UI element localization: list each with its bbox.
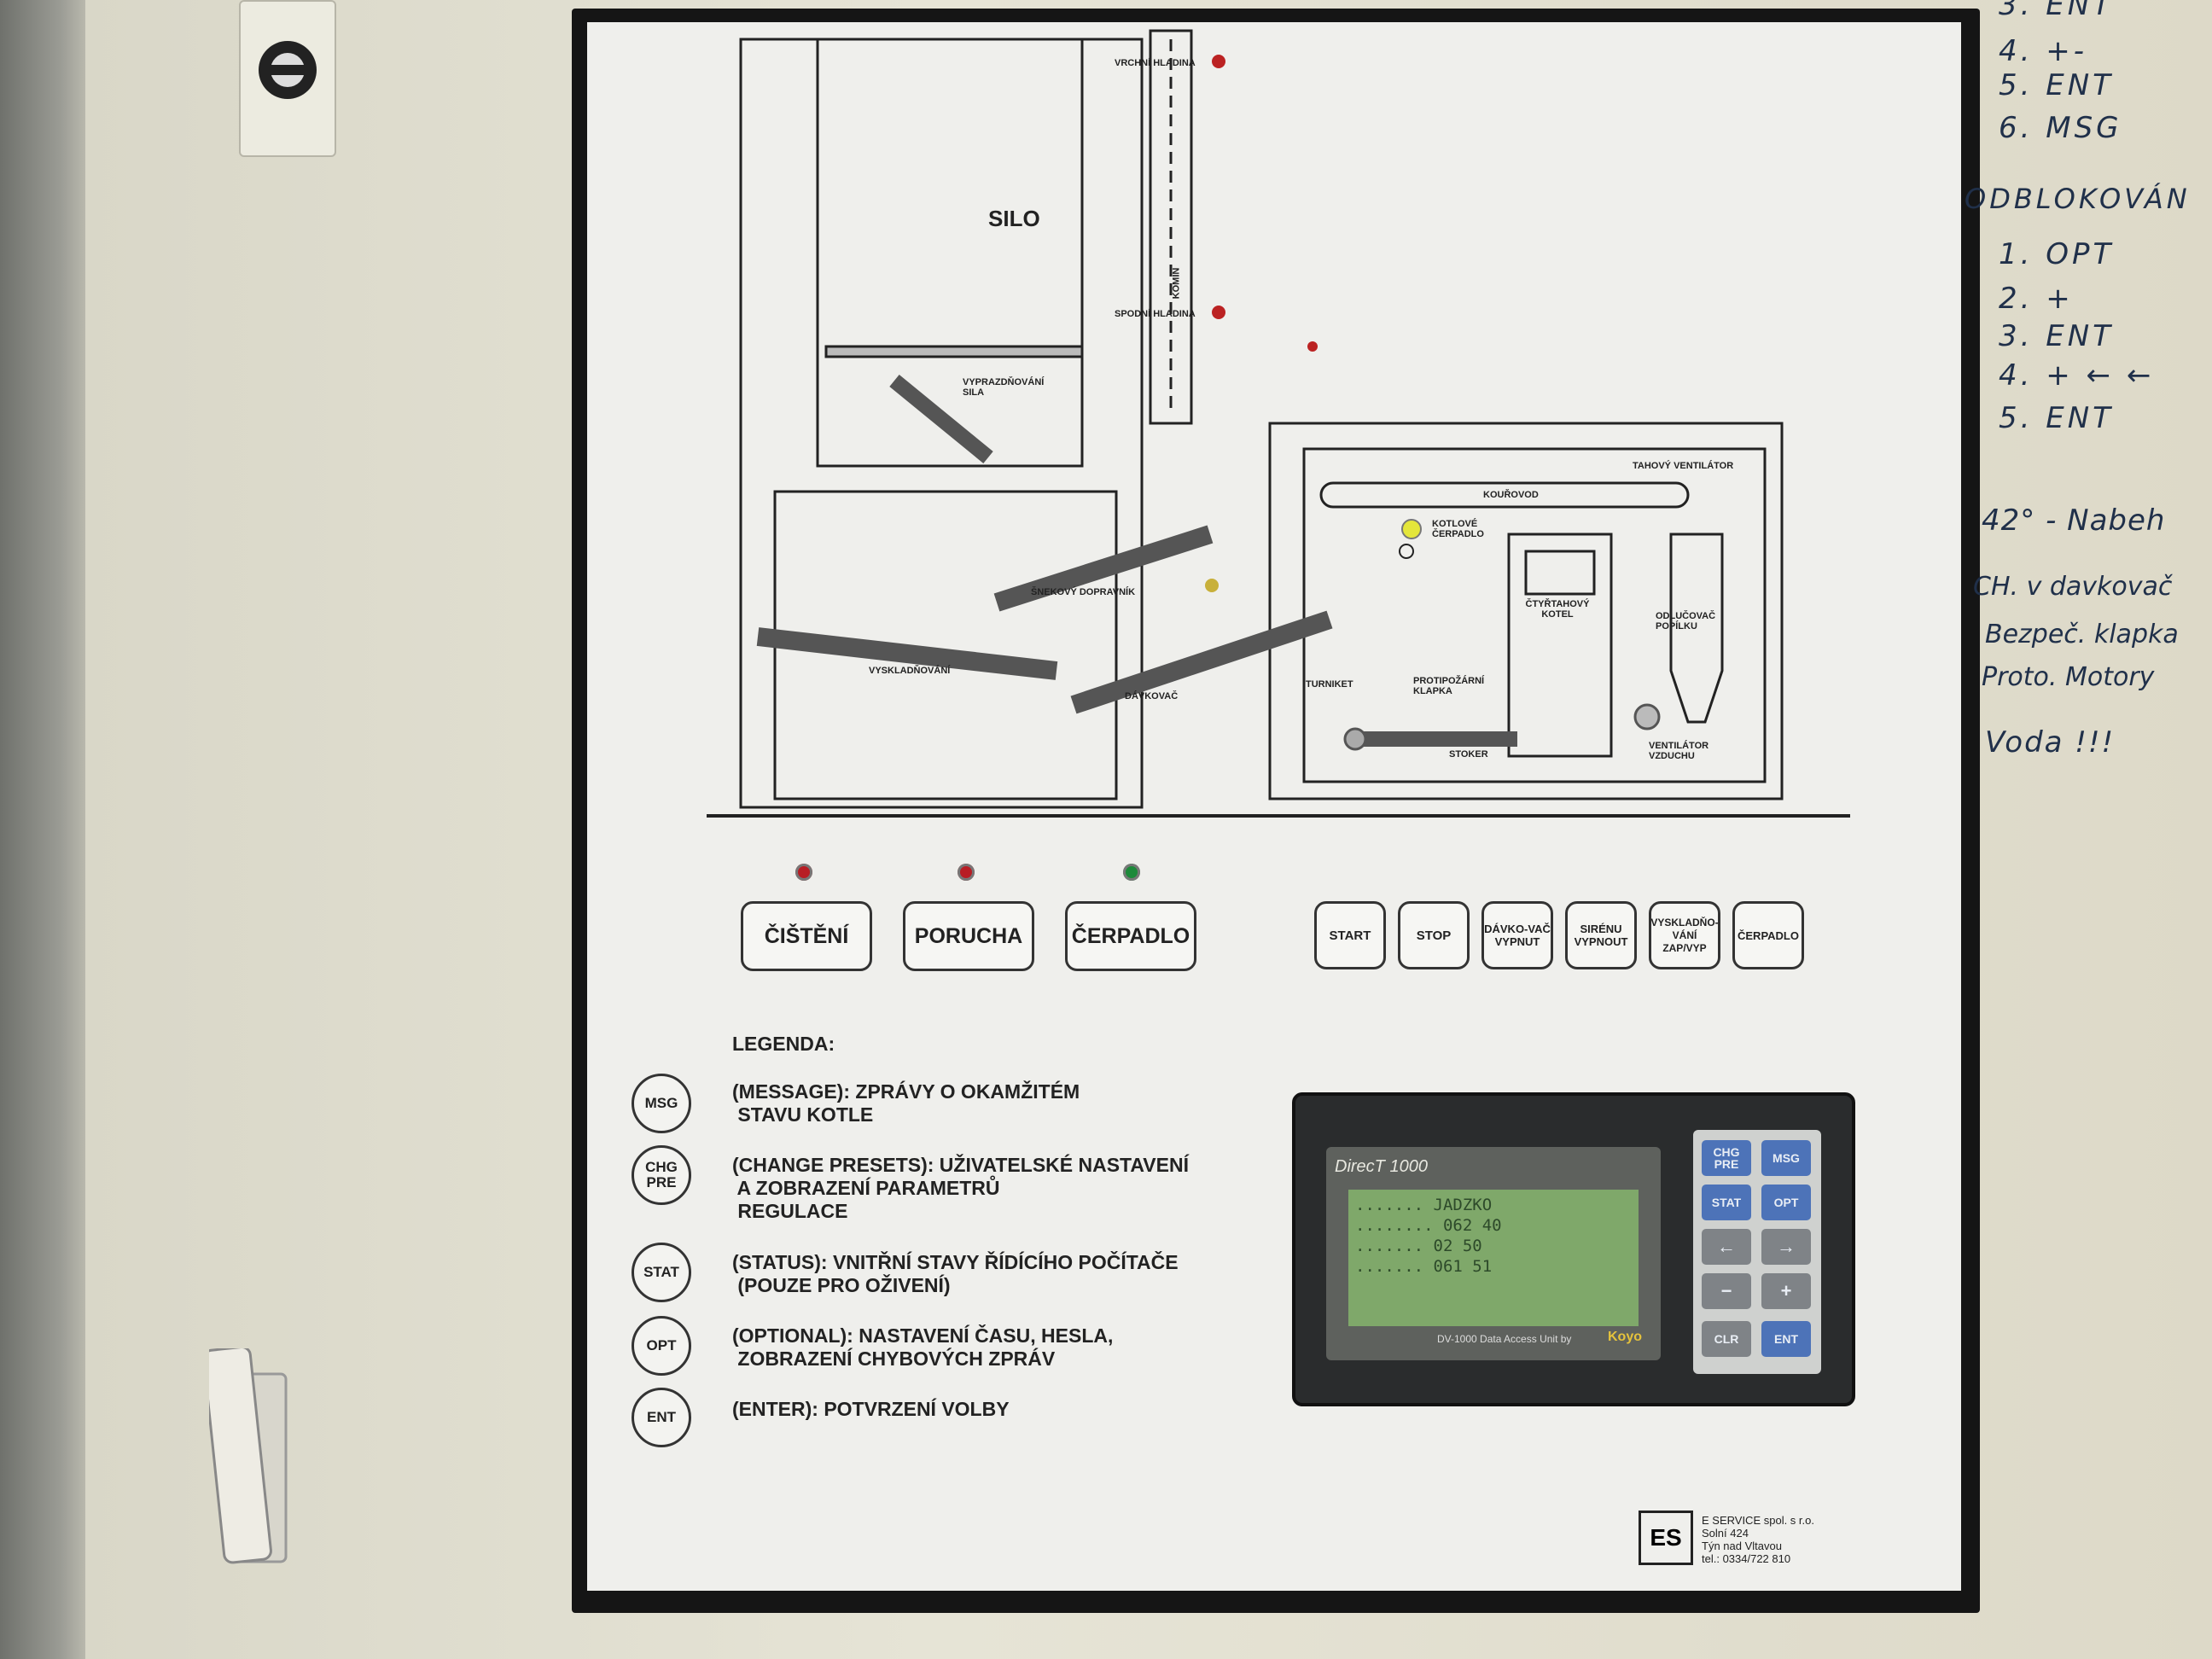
door-handle[interactable] xyxy=(202,1346,303,1570)
legend-text-chgpre: (CHANGE PRESETS): UŽIVATELSKÉ NASTAVENÍ … xyxy=(732,1154,1189,1222)
left-arrow-key[interactable]: ← xyxy=(1702,1229,1751,1265)
note-line: 6. MSG xyxy=(1999,111,2122,145)
bottom-level-label: SPODNÍ HLADINA xyxy=(1115,309,1196,319)
lcd-line: ....... 02 50 xyxy=(1355,1237,1482,1255)
company-info: E SERVICE spol. s r.o. Solní 424 Týn nad… xyxy=(1702,1514,1814,1565)
draft-fan-label: TAHOVÝ VENTILÁTOR xyxy=(1633,461,1734,471)
air-fan-label: VENTILÁTOR VZDUCHU xyxy=(1649,741,1709,761)
lcd-line: ....... JADZKO xyxy=(1355,1196,1493,1214)
legend-key-chgpre: CHG PRE xyxy=(632,1145,691,1205)
pump-led xyxy=(1123,864,1140,881)
panel-face: SILO VRCHNÍ HLADINA SPODNÍ HLADINA VYPRA… xyxy=(587,22,1961,1591)
start-button[interactable]: START xyxy=(1314,901,1386,969)
note-line: Voda !!! xyxy=(1985,725,2116,760)
screen-frame: DirecT 1000 ....... JADZKO ........ 062 4… xyxy=(1326,1147,1661,1360)
note-line: Bezpeč. klapka xyxy=(1985,620,2179,649)
doser-off-button[interactable]: DÁVKO-VAČ VYPNUT xyxy=(1481,901,1553,969)
stat-key[interactable]: STAT xyxy=(1702,1185,1751,1220)
note-line: Proto. Motory xyxy=(1982,662,2155,692)
note-line: 1. OPT xyxy=(1999,237,2115,271)
minus-key[interactable]: − xyxy=(1702,1273,1751,1309)
hmi-brand: DirecT 1000 xyxy=(1335,1157,1428,1176)
company-city: Týn nad Vltavou xyxy=(1702,1540,1782,1552)
plus-key[interactable]: + xyxy=(1761,1273,1811,1309)
opt-key[interactable]: OPT xyxy=(1761,1185,1811,1220)
note-line: CH. v davkovač xyxy=(1973,572,2173,602)
koyo-logo: Koyo xyxy=(1608,1330,1642,1344)
note-line: ODBLOKOVÁN xyxy=(1965,183,2191,215)
lcd-line: ........ 062 40 xyxy=(1355,1216,1502,1235)
cleaning-indicator: ČIŠTĚNÍ xyxy=(741,901,872,971)
legend-text-stat: (STATUS): VNITŘNÍ STAVY ŘÍDÍCÍHO POČÍTAČ… xyxy=(732,1251,1179,1296)
legend-title: LEGENDA: xyxy=(732,1033,835,1055)
company-phone: tel.: 0334/722 810 xyxy=(1702,1552,1791,1565)
turnstile-label: TURNIKET xyxy=(1306,679,1353,690)
stoker-label: STOKER xyxy=(1449,749,1488,760)
fault-led xyxy=(958,864,975,881)
note-line: 5. ENT xyxy=(1999,401,2114,435)
top-level-label: VRCHNÍ HLADINA xyxy=(1115,58,1196,68)
company-name: E SERVICE spol. s r.o. xyxy=(1702,1514,1814,1527)
pump-button[interactable]: ČERPADLO xyxy=(1732,901,1804,969)
screw-conveyor-label: ŠNEKOVÝ DOPRAVNÍK xyxy=(1031,587,1136,597)
legend-key-stat: STAT xyxy=(632,1243,691,1302)
chimney-label: KOMÍN xyxy=(1171,267,1182,300)
right-arrow-key[interactable]: → xyxy=(1761,1229,1811,1265)
retrieval-label: VYSKLADŇOVÁNÍ xyxy=(869,666,951,676)
control-panel: SILO VRCHNÍ HLADINA SPODNÍ HLADINA VYPRA… xyxy=(572,9,1980,1613)
siren-off-button[interactable]: SIRÉNU VYPNOUT xyxy=(1565,901,1637,969)
note-line: 42° - Nabeh xyxy=(1982,504,2166,538)
keypad: CHG PRE MSG STAT OPT ← → − + CLR ENT xyxy=(1693,1130,1821,1374)
silo-unloading-label: VYPRAZDŇOVÁNÍ SILA xyxy=(963,377,1045,398)
legend-key-ent: ENT xyxy=(632,1388,691,1447)
ent-key[interactable]: ENT xyxy=(1761,1321,1811,1357)
msg-key[interactable]: MSG xyxy=(1761,1140,1811,1176)
cleaning-led xyxy=(795,864,812,881)
note-line: 5. ENT xyxy=(1999,68,2114,102)
fault-indicator: PORUCHA xyxy=(903,901,1034,971)
ash-separator-label: ODLUČOVAČ POPÍLKU xyxy=(1656,611,1716,632)
wall-edge xyxy=(0,0,85,1659)
cabinet-lock[interactable] xyxy=(239,0,336,157)
chg-pre-key[interactable]: CHG PRE xyxy=(1702,1140,1751,1176)
fire-damper-label: PROTIPOŽÁRNÍ KLAPKA xyxy=(1413,676,1485,696)
lcd-line: ....... 061 51 xyxy=(1355,1257,1493,1276)
legend-key-msg: MSG xyxy=(632,1074,691,1133)
note-line: 4. + ← ← xyxy=(1999,358,2155,393)
legend-text-msg: (MESSAGE): ZPRÁVY O OKAMŽITÉM STAVU KOTL… xyxy=(732,1080,1080,1126)
legend-text-ent: (ENTER): POTVRZENÍ VOLBY xyxy=(732,1398,1010,1420)
boiler-label: ČTYŘTAHOVÝ KOTEL xyxy=(1525,599,1590,620)
company-logo: ES xyxy=(1639,1511,1693,1565)
hmi-footer: DV-1000 Data Access Unit by xyxy=(1437,1333,1572,1345)
legend-key-opt: OPT xyxy=(632,1316,691,1376)
lcd-display: ....... JADZKO ........ 062 40 ....... 02 … xyxy=(1348,1190,1639,1326)
clr-key[interactable]: CLR xyxy=(1702,1321,1751,1357)
legend-text-opt: (OPTIONAL): NASTAVENÍ ČASU, HESLA, ZOBRA… xyxy=(732,1324,1114,1370)
flue-label: KOUŘOVOD xyxy=(1483,490,1539,500)
boiler-diagram xyxy=(707,29,1850,818)
note-line: 2. + xyxy=(1999,282,2074,316)
stop-button[interactable]: STOP xyxy=(1398,901,1470,969)
hmi-terminal: DirecT 1000 ....... JADZKO ........ 062 4… xyxy=(1292,1092,1855,1406)
company-street: Solní 424 xyxy=(1702,1527,1749,1540)
note-line: 4. +- xyxy=(1999,34,2088,68)
note-line: 3. ENT xyxy=(1999,319,2114,353)
doser-label: DÁVKOVAČ xyxy=(1125,691,1179,701)
silo-label: SILO xyxy=(988,206,1040,231)
note-line: 3. ENT xyxy=(1999,0,2114,22)
pump-indicator: ČERPADLO xyxy=(1065,901,1196,971)
retrieval-toggle-button[interactable]: VYSKLADŇO-VÁNÍ ZAP/VYP xyxy=(1649,901,1720,969)
boiler-pump-label: KOTLOVÉ ČERPADLO xyxy=(1432,519,1484,539)
